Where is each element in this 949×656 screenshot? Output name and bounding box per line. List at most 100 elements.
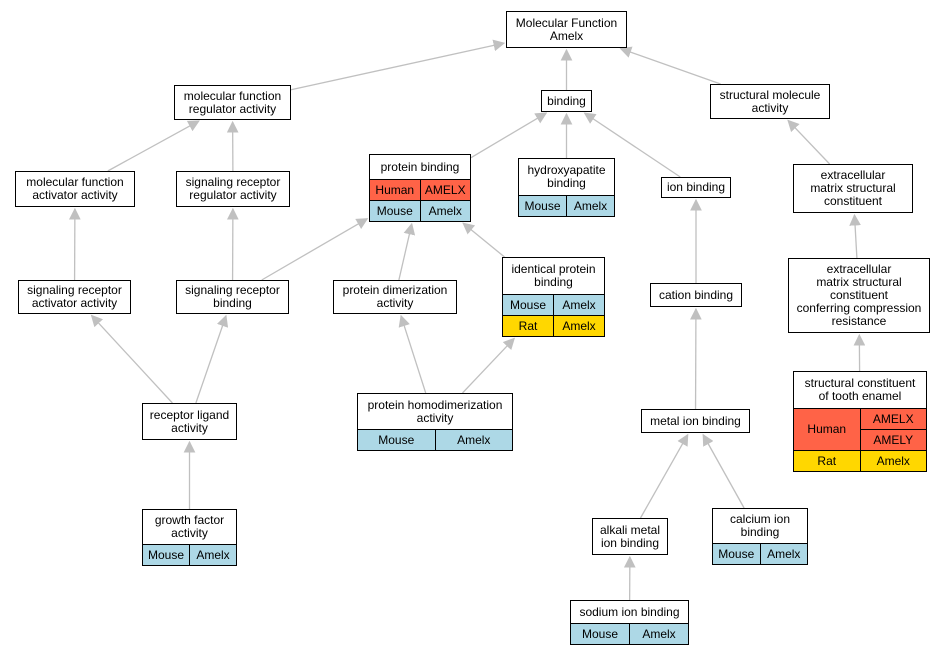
gene-cell: Amelx (434, 429, 512, 450)
species-cell: Mouse (370, 200, 420, 221)
node-binding: binding (541, 90, 592, 112)
species-cell: Mouse (571, 623, 630, 644)
edge-protein-homodimerization-to-protein-dimerization (398, 314, 427, 394)
node-label: molecular function regulator activity (183, 88, 282, 116)
node-alkali-metal: alkali metal ion binding (592, 518, 668, 555)
edge-receptor-ligand-to-sr-activator (90, 314, 173, 404)
node-ecm-structural: extracellular matrix structural constitu… (793, 164, 913, 213)
node-sr-regulator: signaling receptor regulator activity (176, 171, 290, 207)
node-label: molecular function activator activity (26, 175, 124, 202)
gene-cell: Amelx (553, 315, 604, 336)
node-mf-activator: molecular function activator activity (15, 171, 135, 207)
node-label: hydroxyapatite binding (527, 163, 606, 190)
gene-cell: Amelx (629, 623, 688, 644)
node-label: calcium ion binding (729, 512, 791, 539)
node-label: signaling receptor binding (185, 283, 280, 310)
species-cell: Rat (794, 450, 860, 471)
gene-cell: AMELY (859, 429, 926, 451)
edge-sr-binding-to-protein-binding (261, 218, 369, 281)
edge-mf-activator-to-mf-regulator (107, 120, 200, 172)
edge-protein-dimerization-to-protein-binding (398, 222, 416, 281)
node-label: Molecular Function Amelx (515, 15, 618, 43)
node-mf-regulator: molecular function regulator activity (174, 85, 291, 120)
edge-mf-regulator-to-mf-root (290, 39, 506, 91)
species-cell: Rat (503, 315, 554, 336)
node-label: receptor ligand activity (149, 407, 230, 435)
species-cell: Mouse (143, 544, 190, 565)
node-label: alkali metal ion binding (599, 522, 661, 550)
node-ecm-compression: extracellular matrix structural constitu… (788, 258, 930, 333)
species-cell: Mouse (503, 294, 554, 316)
node-label: cation binding (658, 287, 734, 302)
node-cation-binding: cation binding (650, 283, 742, 307)
species-cell: Human (370, 179, 420, 201)
edge-receptor-ligand-to-sr-binding (195, 314, 229, 404)
gene-cell: Amelx (553, 294, 604, 316)
gene-cell: Amelx (859, 450, 926, 471)
edge-protein-homodimerization-to-identical-protein (462, 337, 516, 394)
node-label: ion binding (666, 180, 726, 194)
gene-cell: Amelx (566, 195, 614, 216)
node-label: structural molecule activity (719, 87, 821, 115)
species-cell: Mouse (358, 429, 435, 450)
edge-alkali-metal-to-metal-ion (639, 433, 689, 519)
node-ion-binding: ion binding (661, 177, 731, 198)
node-label: protein dimerization activity (342, 283, 448, 310)
node-label: signaling receptor activator activity (27, 283, 122, 310)
gene-cell: AMELX (859, 408, 926, 430)
node-label: metal ion binding (650, 413, 741, 428)
node-structural-molecule: structural molecule activity (710, 84, 830, 119)
node-label: sodium ion binding (579, 604, 680, 619)
edge-ion-binding-to-binding (583, 112, 681, 178)
edge-protein-binding-to-binding (470, 112, 548, 159)
species-cell: Human (794, 408, 860, 451)
edge-structural-molecule-to-mf-root (619, 46, 721, 85)
edge-ecm-compression-to-ecm-structural (849, 213, 861, 259)
gene-cell: Amelx (189, 544, 236, 565)
node-label: structural constituent of tooth enamel (804, 376, 916, 403)
node-sr-activator: signaling receptor activator activity (18, 280, 131, 314)
node-protein-dimerization: protein dimerization activity (333, 280, 457, 314)
node-sr-binding: signaling receptor binding (176, 280, 289, 314)
edge-identical-protein-to-protein-binding (462, 222, 505, 258)
species-cell: Mouse (519, 195, 567, 216)
edge-ecm-structural-to-structural-molecule (787, 119, 831, 165)
node-label: growth factor activity (154, 513, 225, 540)
node-label: protein binding (380, 159, 460, 174)
node-label: protein homodimerization activity (367, 397, 503, 425)
gene-cell: Amelx (419, 200, 470, 221)
node-label: binding (547, 93, 586, 108)
gene-cell: Amelx (759, 543, 807, 564)
gene-cell: AMELX (419, 179, 470, 201)
edge-calcium-ion-to-metal-ion (702, 433, 745, 509)
node-label: extracellular matrix structural constitu… (810, 168, 896, 208)
node-metal-ion: metal ion binding (641, 409, 750, 433)
